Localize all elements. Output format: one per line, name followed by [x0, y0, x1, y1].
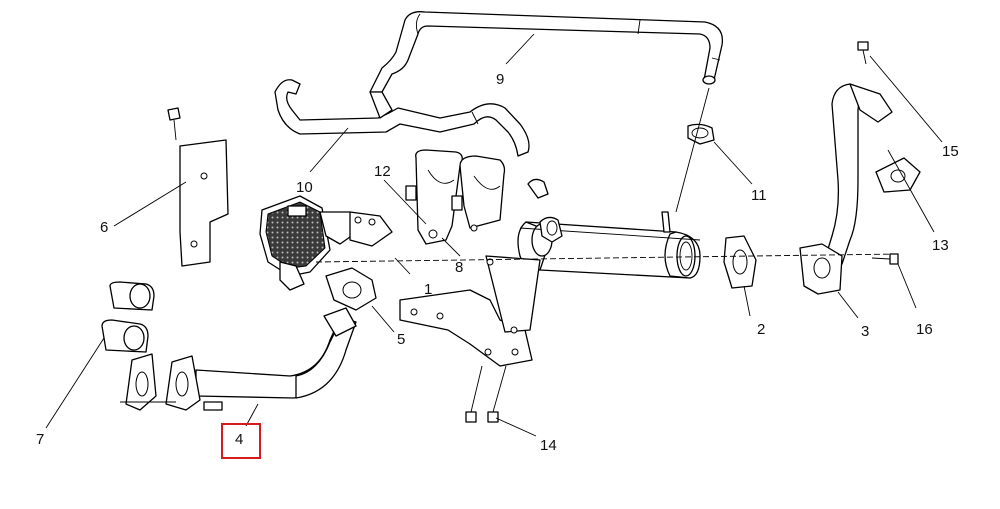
- callout-1: 1: [424, 281, 432, 298]
- gasket-13: [875, 157, 921, 193]
- callout-3: 3: [861, 323, 869, 340]
- callout-9: 9: [496, 71, 504, 88]
- leader-lines: [45, 33, 943, 437]
- callout-4: 4: [235, 431, 243, 448]
- bolt-16: [871, 253, 899, 265]
- callout-10: 10: [296, 179, 313, 196]
- gasket-and-sleeves: [101, 281, 176, 411]
- egr-cooler: [517, 211, 701, 279]
- coolant-hose-upper: [369, 11, 724, 93]
- clamp-bracket: [405, 149, 506, 245]
- hose-clip: [675, 87, 715, 213]
- callout-12: 12: [374, 163, 391, 180]
- callout-2: 2: [757, 321, 765, 338]
- bolt-15: [857, 41, 869, 65]
- gasket-5: [325, 267, 377, 311]
- bracket-6: [167, 107, 229, 267]
- coolant-hose-lower: [274, 79, 530, 157]
- highlight-box[interactable]: [221, 423, 261, 459]
- callout-15: 15: [942, 143, 959, 160]
- callout-5: 5: [397, 331, 405, 348]
- callout-14: 14: [540, 437, 557, 454]
- gasket-2: [723, 235, 757, 289]
- callout-8: 8: [455, 259, 463, 276]
- callout-6: 6: [100, 219, 108, 236]
- cooler-mount-bracket: [399, 255, 541, 367]
- egr-valve-actuator: [259, 195, 393, 291]
- bolts-14: [465, 365, 507, 423]
- egr-pipe-right: [799, 83, 893, 295]
- callout-13: 13: [932, 237, 949, 254]
- callout-7: 7: [36, 431, 44, 448]
- callout-16: 16: [916, 321, 933, 338]
- hose-clamp-small: [527, 178, 563, 243]
- callout-11: 11: [751, 187, 767, 204]
- egr-pipe-corrugated: [165, 307, 357, 411]
